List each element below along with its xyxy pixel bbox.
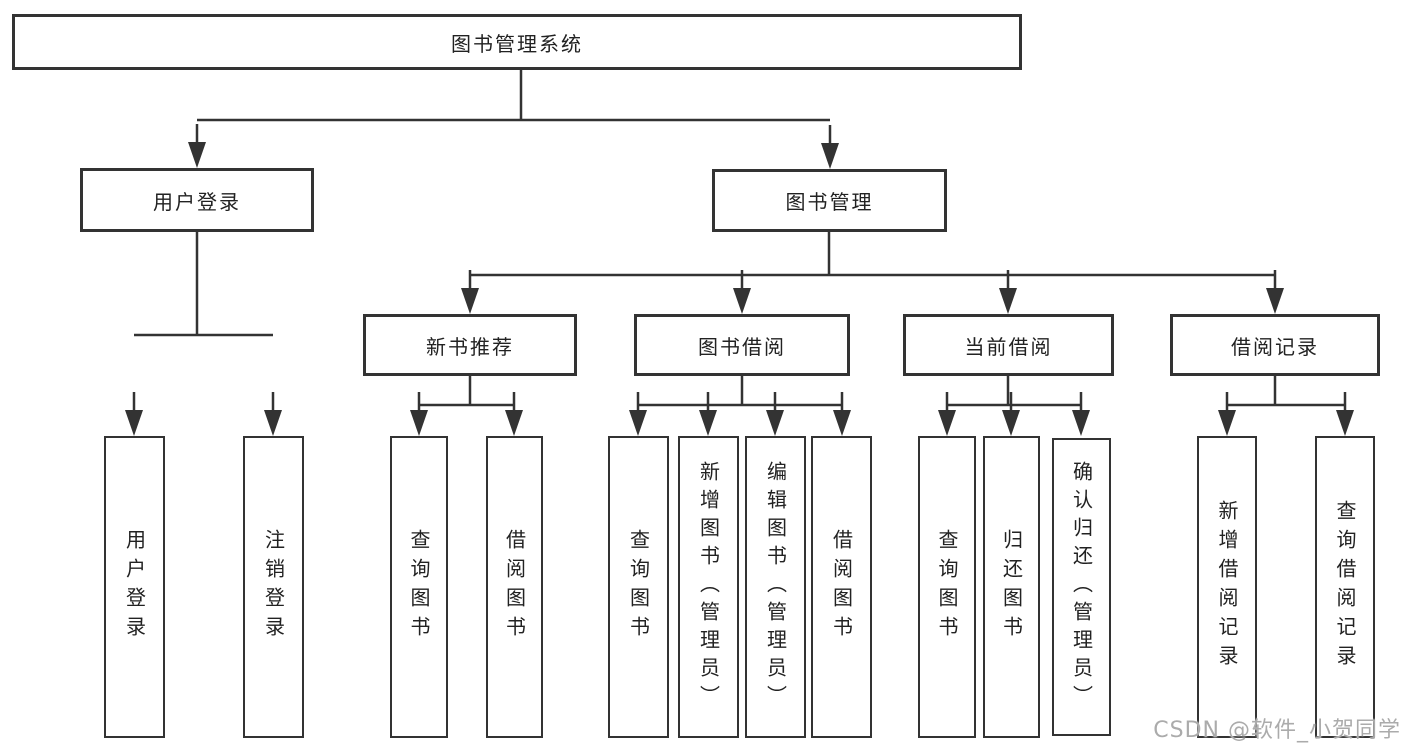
node-add-book-admin: 新增图书（管理员）: [678, 436, 739, 738]
node-book-borrowing: 图书借阅: [634, 314, 850, 376]
node-borrow-books-borrowing: 借阅图书: [811, 436, 872, 738]
node-query-borrowing-record: 查询借阅记录: [1315, 436, 1375, 738]
node-label: 借阅图书: [502, 529, 527, 645]
node-edit-book-admin: 编辑图书（管理员）: [745, 436, 806, 738]
node-new-book-recommendation: 新书推荐: [363, 314, 577, 376]
node-label: 查询图书: [407, 529, 431, 645]
node-library-management-system: 图书管理系统: [12, 14, 1022, 70]
node-label: 编辑图书（管理员）: [763, 461, 788, 713]
node-return-book: 归还图书: [983, 436, 1040, 738]
node-label: 新书推荐: [426, 334, 514, 359]
node-user-login-leaf: 用户登录: [104, 436, 165, 738]
node-label: 查询图书: [935, 529, 959, 645]
node-book-management: 图书管理: [712, 169, 947, 232]
node-borrowing-records: 借阅记录: [1170, 314, 1380, 376]
node-label: 图书管理系统: [451, 31, 583, 56]
node-label: 新增图书（管理员）: [696, 461, 721, 713]
node-label: 查询借阅记录: [1333, 500, 1357, 674]
node-current-borrowing: 当前借阅: [903, 314, 1114, 376]
node-label: 借阅图书: [829, 529, 854, 645]
node-label: 归还图书: [999, 529, 1024, 645]
node-label: 借阅记录: [1231, 334, 1319, 359]
node-query-books-recommend: 查询图书: [390, 436, 448, 738]
node-query-books-current: 查询图书: [918, 436, 976, 738]
node-label: 查询图书: [626, 529, 651, 645]
node-add-borrowing-record: 新增借阅记录: [1197, 436, 1257, 738]
node-label: 用户登录: [153, 189, 241, 214]
node-label: 用户登录: [122, 529, 147, 645]
node-confirm-return-admin: 确认归还（管理员）: [1052, 438, 1111, 736]
node-label: 确认归还（管理员）: [1069, 461, 1094, 713]
node-label: 注销登录: [261, 529, 286, 645]
node-logout: 注销登录: [243, 436, 304, 738]
watermark: CSDN @软件_小贺同学: [1153, 718, 1401, 743]
node-label: 当前借阅: [964, 334, 1053, 359]
node-label: 图书管理: [785, 190, 874, 214]
node-borrow-books-recommend: 借阅图书: [486, 436, 543, 738]
node-label: 图书借阅: [698, 334, 786, 359]
node-query-books-borrowing: 查询图书: [608, 436, 669, 738]
node-user-login: 用户登录: [80, 168, 314, 232]
node-label: 新增借阅记录: [1215, 500, 1239, 674]
